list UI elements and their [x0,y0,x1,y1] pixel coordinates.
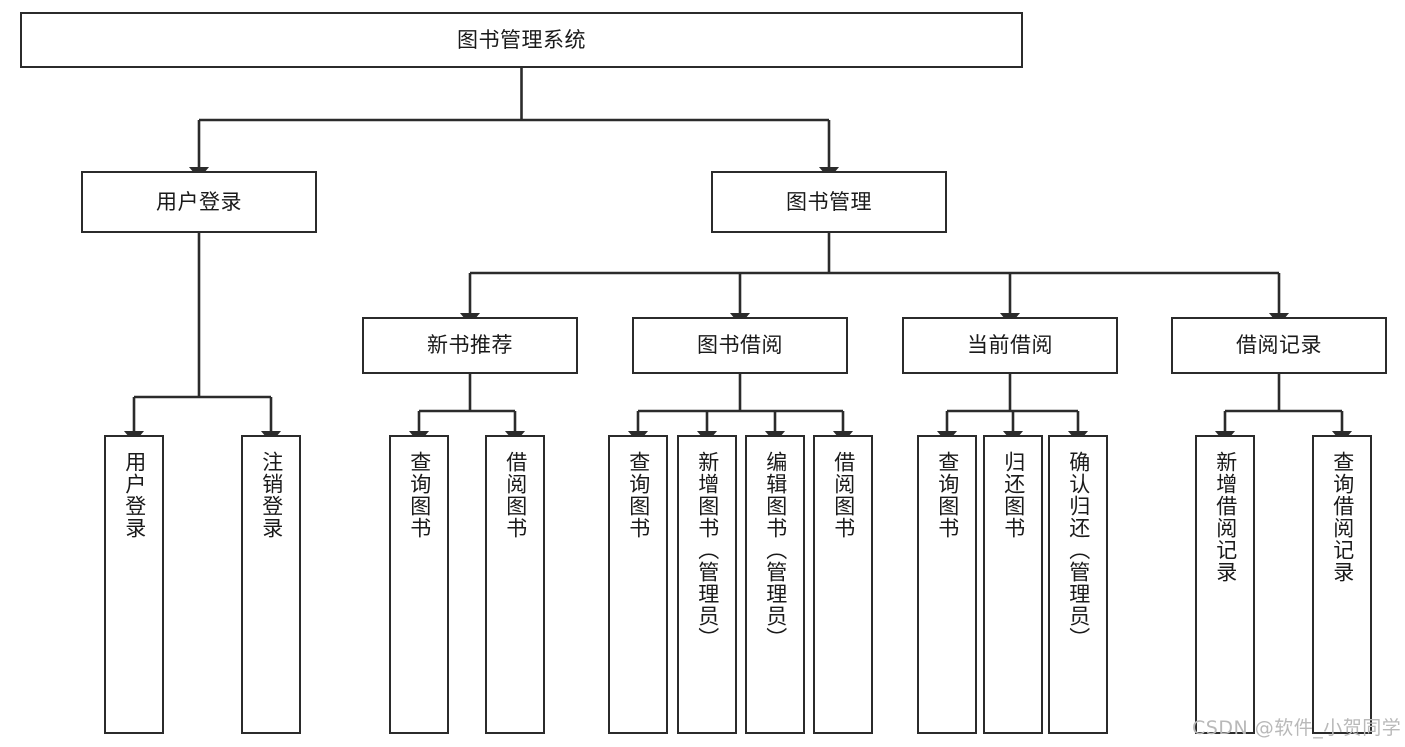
node-label: 查询借阅记录 [1330,451,1355,583]
node-leaf-query-1: 查询图书 [389,435,449,734]
node-current-borrow: 当前借阅 [902,317,1118,374]
node-label: 新增借阅记录 [1213,451,1238,583]
node-leaf-confirm: 确认归还（管理员） [1048,435,1108,734]
node-label: 用户登录 [122,451,147,539]
node-label: 借阅图书 [831,451,856,539]
node-user-login: 用户登录 [81,171,317,233]
node-label: 图书管理系统 [457,27,586,52]
node-label: 新增图书（管理员） [695,451,720,649]
node-label: 查询图书 [626,451,651,539]
node-label: 图书管理 [786,189,872,214]
node-borrow-record: 借阅记录 [1171,317,1387,374]
node-label: 注销登录 [259,451,284,539]
node-label: 借阅图书 [503,451,528,539]
node-leaf-return: 归还图书 [983,435,1043,734]
node-book-manage: 图书管理 [711,171,947,233]
node-label: 归还图书 [1001,451,1026,539]
node-root: 图书管理系统 [20,12,1023,68]
node-leaf-logout: 注销登录 [241,435,301,734]
edge-group [123,68,1353,443]
node-leaf-add-rec: 新增借阅记录 [1195,435,1255,734]
node-label: 确认归还（管理员） [1066,451,1091,649]
node-label: 查询图书 [935,451,960,539]
node-label: 编辑图书（管理员） [763,451,788,649]
node-leaf-edit-book: 编辑图书（管理员） [745,435,805,734]
node-leaf-add-book: 新增图书（管理员） [677,435,737,734]
node-leaf-query-2: 查询图书 [608,435,668,734]
node-leaf-user-login: 用户登录 [104,435,164,734]
node-label: 用户登录 [156,189,242,214]
node-leaf-query-rec: 查询借阅记录 [1312,435,1372,734]
node-label: 借阅记录 [1236,333,1322,358]
node-label: 新书推荐 [427,333,513,358]
node-leaf-borrow-2: 借阅图书 [813,435,873,734]
node-book-borrow: 图书借阅 [632,317,848,374]
node-leaf-query-3: 查询图书 [917,435,977,734]
node-label: 当前借阅 [967,333,1053,358]
node-label: 查询图书 [407,451,432,539]
node-new-book-rec: 新书推荐 [362,317,578,374]
node-leaf-borrow-1: 借阅图书 [485,435,545,734]
node-label: 图书借阅 [697,333,783,358]
